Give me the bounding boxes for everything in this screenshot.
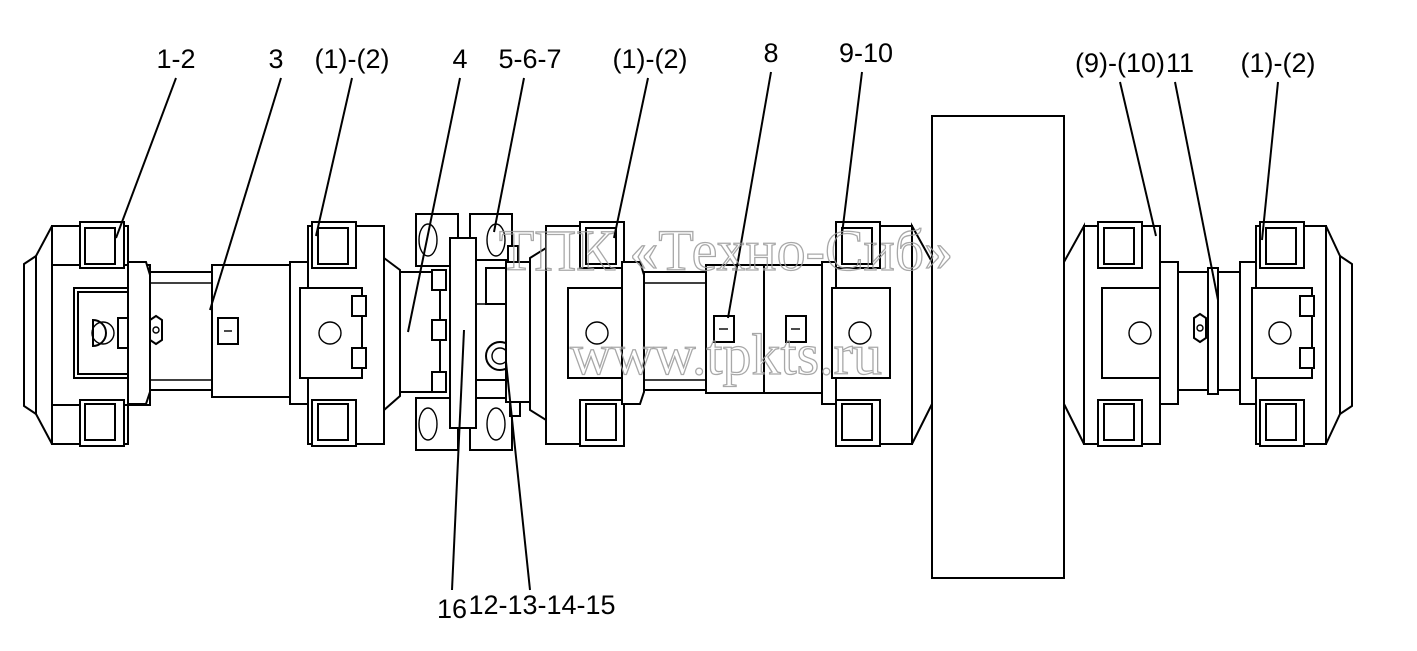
- left-end-flange: [23, 225, 53, 445]
- leader-lines: [115, 71, 1279, 591]
- shaft-section-3: [1177, 261, 1261, 405]
- label-11: 11: [1166, 48, 1194, 78]
- label-4: 4: [452, 44, 467, 74]
- label-16: 16: [437, 594, 467, 624]
- intermediate-support-bearing: [399, 213, 547, 451]
- label-3: 3: [268, 44, 283, 74]
- label-12-13-14-15: 12-13-14-15: [468, 590, 615, 620]
- universal-joint-1: [51, 221, 151, 447]
- universal-joint-2: [299, 221, 401, 447]
- shaft-section-1: [127, 261, 313, 405]
- watermark-company: ТПК «Техно-Сиб»: [499, 218, 953, 283]
- label-8: 8: [763, 38, 778, 68]
- label-5-6-7: 5-6-7: [498, 44, 561, 74]
- gearbox-casing: [931, 115, 1065, 579]
- watermark-url: www.tpkts.ru: [570, 322, 882, 387]
- label-1-2-ref-c: (1)-(2): [1241, 48, 1316, 78]
- right-end-flange: [1325, 225, 1353, 445]
- label-9-10: 9-10: [839, 38, 893, 68]
- label-1-2-ref-a: (1)-(2): [315, 44, 390, 74]
- universal-joint-5: [1063, 221, 1179, 447]
- watermark: ТПК «Техно-Сиб» www.tpkts.ru: [498, 217, 954, 387]
- part-labels: 1-2 3 (1)-(2) 4 5-6-7 (1)-(2) 8 9-10 (9)…: [156, 38, 1315, 624]
- label-1-2: 1-2: [156, 44, 195, 74]
- universal-joint-4: [831, 221, 933, 447]
- label-1-2-ref-b: (1)-(2): [613, 44, 688, 74]
- label-9-10-ref: (9)-(10): [1075, 48, 1165, 78]
- universal-joint-6: [1251, 221, 1327, 447]
